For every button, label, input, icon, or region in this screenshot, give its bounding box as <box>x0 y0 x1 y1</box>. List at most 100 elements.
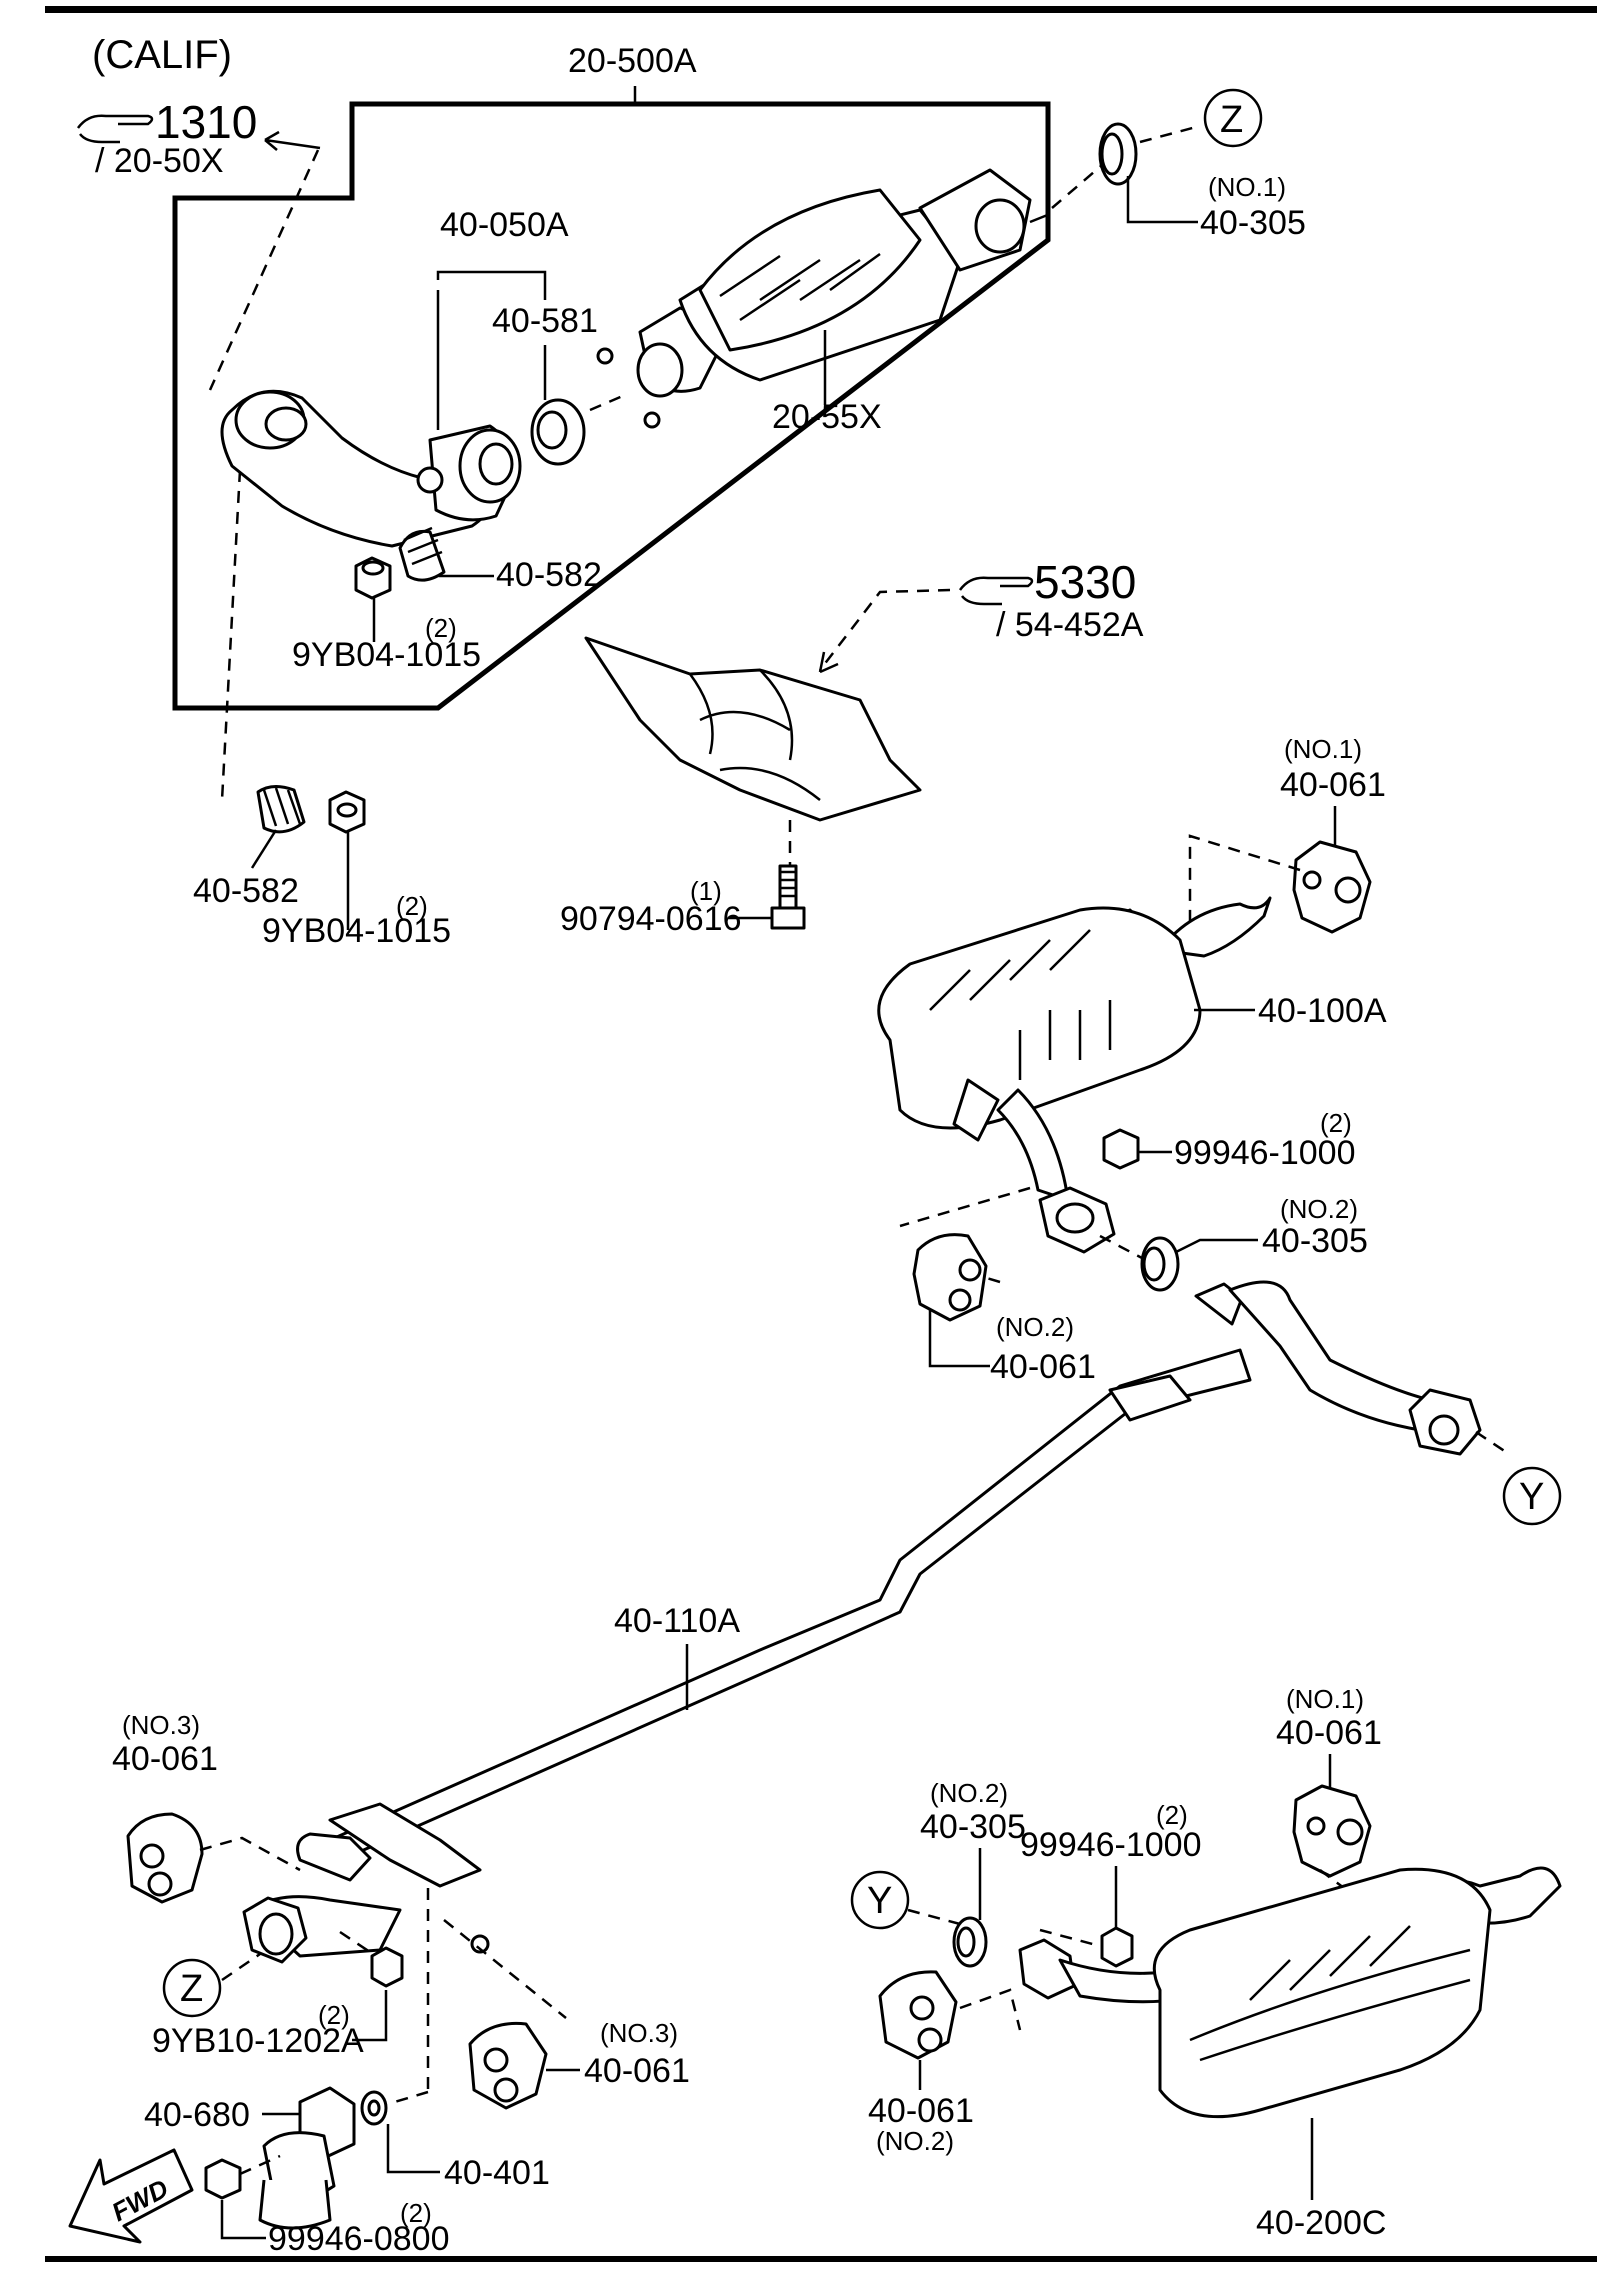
leader-9YB10 <box>352 1990 388 2042</box>
dashed-hanger-top <box>1188 834 1301 950</box>
label-20-500A: 20-500A <box>568 42 697 80</box>
leader-40-305-no2-a <box>1175 1238 1258 1254</box>
dashed-1310-link <box>208 149 320 801</box>
label-40-061-no1-top: 40-061 <box>1280 766 1386 804</box>
pointing-hand-icon <box>958 576 1034 606</box>
label-40-061-no2-a: 40-061 <box>990 1348 1096 1386</box>
qty-9YB10: (2) <box>318 2000 350 2030</box>
bracket-40-680 <box>258 2086 356 2230</box>
leader-40-582-b <box>250 829 278 869</box>
nut-99946-1000-b <box>1100 1926 1134 1968</box>
dashed-nut-9YB10 <box>339 1930 371 1954</box>
dashed-z-bottom <box>221 1952 261 1982</box>
label-40-305-no1: 40-305 <box>1200 204 1306 242</box>
middle-pipe-40-110A <box>328 1280 1482 1858</box>
label-9YB10-1202A: 9YB10-1202A <box>152 2022 364 2060</box>
catalytic-converter-20-55X <box>596 168 1051 429</box>
label-40-110A: 40-110A <box>614 1602 740 1640</box>
bolt-90794-0616 <box>770 864 806 930</box>
no3-b: (NO.3) <box>600 2018 678 2048</box>
qty-90794: (1) <box>690 876 722 906</box>
no2-a: (NO.2) <box>1280 1194 1358 1224</box>
arrow-5330 <box>818 651 839 674</box>
label-99946-0800: 99946-0800 <box>268 2220 450 2258</box>
label-40-401: 40-401 <box>444 2154 550 2192</box>
ref-1310-sub: / 20-50X <box>95 142 224 180</box>
bottom-border-rule <box>45 2256 1597 2262</box>
dashed-hanger-no3-a <box>199 1836 301 1872</box>
heat-insulator <box>584 636 922 822</box>
label-99946-1000-a: 99946-1000 <box>1174 1134 1356 1172</box>
ref-1310-number: 1310 <box>155 96 257 148</box>
nut-99946-0800 <box>204 2158 242 2200</box>
gasket-40-305-no2-b <box>952 1916 988 1968</box>
hanger-40-061-no2-b <box>878 1970 958 2060</box>
label-40-305-no2-b: 40-305 <box>920 1808 1026 1846</box>
leader-40-582-a <box>438 574 494 578</box>
dashed-z-gasket <box>1139 124 1201 144</box>
ref-5330-sub: / 54-452A <box>996 606 1144 644</box>
gasket-40-581 <box>530 398 586 466</box>
qty-99946-a: (2) <box>1320 1108 1352 1138</box>
hanger-40-061-no3-b <box>468 2021 548 2110</box>
spring-40-582-b <box>256 785 306 834</box>
connector-y-bottom: Y <box>850 1870 910 1930</box>
svg-text:Z: Z <box>180 1968 203 2010</box>
label-99946-1000-b: 99946-1000 <box>1020 1826 1202 1864</box>
label-40-582-a: 40-582 <box>496 556 602 594</box>
connector-z-top: Z <box>1203 88 1263 148</box>
rear-muffler-40-200C <box>1018 1866 1562 2119</box>
connector-z-bottom: Z <box>162 1958 222 2018</box>
label-40-100A: 40-100A <box>1258 992 1387 1030</box>
leader-40-401 <box>386 2124 440 2174</box>
ref-1310-arrow <box>264 130 321 151</box>
dashed-y-bottom <box>907 1908 961 1926</box>
hanger-40-061-no1-top <box>1292 840 1372 934</box>
label-20-55X: 20-55X <box>772 398 882 436</box>
label-40-061-no3-b: 40-061 <box>584 2052 690 2090</box>
label-40-582-b: 40-582 <box>193 872 299 910</box>
fwd-arrow: FWD <box>68 2148 194 2244</box>
label-40-050A: 40-050A <box>440 206 569 244</box>
dashed-hanger-no2 <box>899 1186 1031 1284</box>
dashed-5330 <box>819 588 951 671</box>
washer-40-401 <box>360 2090 388 2126</box>
gasket-40-305-no1 <box>1098 122 1138 186</box>
dashed-z-top <box>1051 159 1109 209</box>
no1-a: (NO.1) <box>1208 172 1286 202</box>
label-40-581: 40-581 <box>492 302 598 340</box>
hanger-40-061-no3-a <box>126 1812 204 1904</box>
no2-c: (NO.2) <box>930 1778 1008 1808</box>
qty-9YB04-a: (2) <box>425 613 457 643</box>
qty-9YB04-b: (2) <box>396 891 428 921</box>
muffler-40-100A <box>877 896 1272 1202</box>
svg-text:Z: Z <box>1220 99 1243 141</box>
nut-9YB04-a <box>354 556 392 600</box>
ref-5330[interactable]: 5330 / 54-452A <box>958 556 1144 644</box>
leader-40-305-no1 <box>1126 176 1198 224</box>
nut-9YB04-b <box>328 790 366 834</box>
nut-99946-1000-a <box>1102 1128 1140 1170</box>
qty-99946-0800: (2) <box>400 2198 432 2228</box>
leader-40-050A <box>436 270 547 430</box>
qty-99946-b: (2) <box>1156 1800 1188 1830</box>
dashed-washer <box>387 2090 429 2106</box>
no2-b: (NO.2) <box>996 1312 1074 1342</box>
top-border-rule <box>45 6 1597 13</box>
flange-front <box>1038 1186 1116 1254</box>
variant-title: (CALIF) <box>92 33 232 77</box>
leader-99946-0800 <box>220 2200 266 2240</box>
hanger-40-061-no2-a <box>912 1233 988 1322</box>
ref-1310[interactable]: 1310 / 20-50X <box>76 96 257 180</box>
dashed-nut-b <box>1039 1928 1101 1948</box>
front-pipe-40-050A <box>220 389 522 548</box>
dashed-hanger-no2-b <box>959 1988 1022 2031</box>
mid-pipe-front-flange <box>242 1802 490 1964</box>
connector-y-top: Y <box>1502 1466 1562 1526</box>
nut-9YB10-1202A <box>370 1946 404 1988</box>
label-40-061-no2-b: 40-061 <box>868 2092 974 2130</box>
label-40-061-no1-b: 40-061 <box>1276 1714 1382 1752</box>
label-40-061-no3-a: 40-061 <box>112 1740 218 1778</box>
no2-d: (NO.2) <box>876 2126 954 2156</box>
